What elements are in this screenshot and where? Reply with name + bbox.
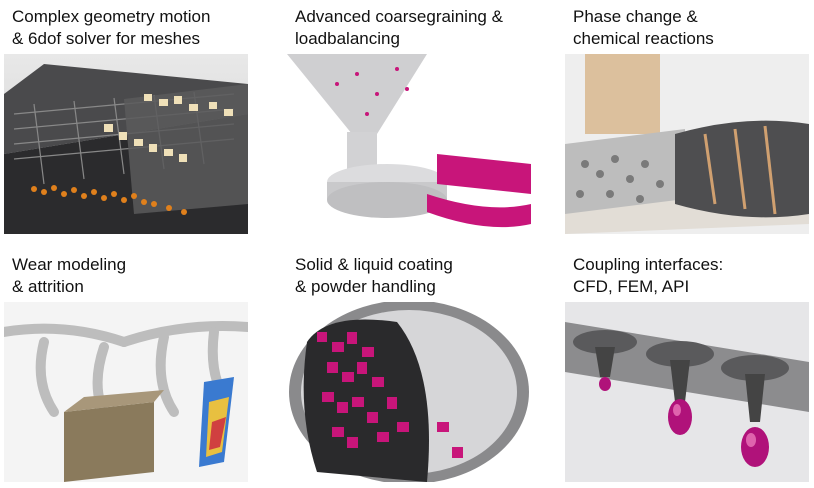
mixing-paddles-image xyxy=(4,302,248,482)
hopper-funnel-image xyxy=(287,54,531,234)
tile-wear-modeling: Wear modeling & attrition xyxy=(4,250,260,486)
sieve-conveyor-image xyxy=(4,54,248,234)
tile-coupling: Coupling interfaces: CFD, FEM, API xyxy=(565,250,814,486)
funnels-droplets-image xyxy=(565,302,809,482)
tile-coarsegraining: Advanced coarsegraining & loadbalancing xyxy=(287,2,543,238)
tile-caption: Phase change & chemical reactions xyxy=(573,7,714,48)
tile-caption: Solid & liquid coating & powder handling xyxy=(295,255,453,296)
tile-caption: Complex geometry motion & 6dof solver fo… xyxy=(12,7,211,48)
rotary-kiln-image xyxy=(565,54,809,234)
tile-coating: Solid & liquid coating & powder handling xyxy=(287,250,543,486)
coating-drum-image xyxy=(287,302,531,482)
tile-phase-change: Phase change & chemical reactions xyxy=(565,2,814,238)
tile-caption: Advanced coarsegraining & loadbalancing xyxy=(295,7,503,48)
tile-caption: Wear modeling & attrition xyxy=(12,255,127,296)
tile-caption: Coupling interfaces: CFD, FEM, API xyxy=(573,255,724,296)
tile-geometry-motion: Complex geometry motion & 6dof solver fo… xyxy=(4,2,260,238)
